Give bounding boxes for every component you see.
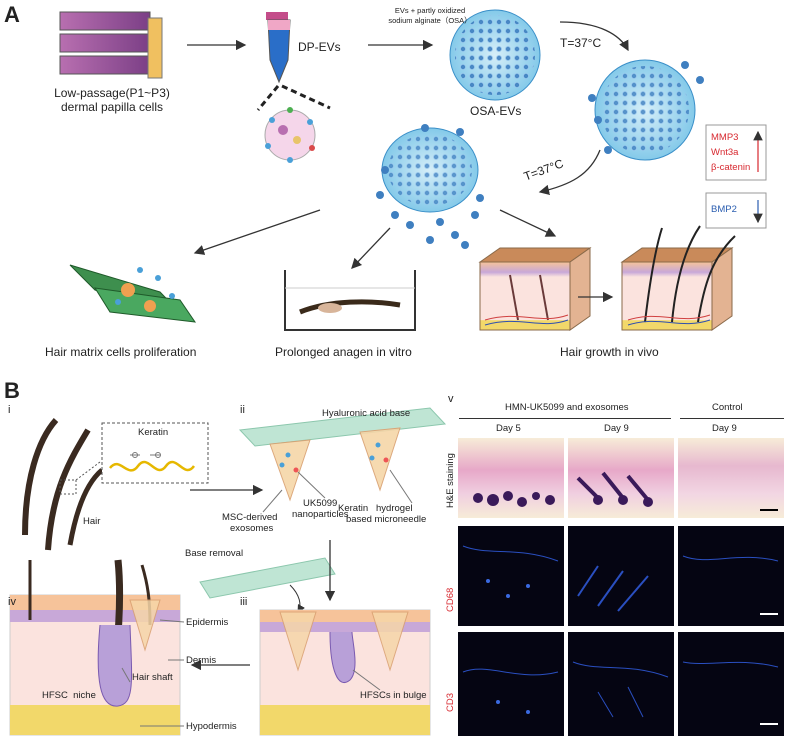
msc-exosomes-label-2: exosomes [230,523,274,534]
hair-shaft-label: Hair shaft [132,672,173,683]
row-label-cd3: CD3 [445,692,456,712]
hair-strands-icon [22,417,104,551]
up-gene-2: Wnt3a [711,147,739,158]
cd68-image-control [678,526,784,626]
cd68-image-day5 [458,526,564,626]
group-divider-2 [680,418,784,419]
outcome-label-3: Hair growth in vivo [560,345,659,359]
cd68-image-day9 [568,526,674,626]
culture-flasks-icon [59,11,163,79]
extracellular-vesicle-icon [264,107,316,163]
keratin-label: Keratin [138,427,169,438]
subpanel-i: i [8,404,11,416]
panel-a-letter: A [4,2,20,27]
day-label-3: Day 9 [712,423,737,434]
day-label-2: Day 9 [604,423,629,434]
cd3-image-control [678,632,784,736]
outcome-label-1: Hair matrix cells proliferation [45,345,197,359]
centrifuge-tube-icon [266,12,291,84]
hair-matrix-cells-icon [69,264,197,323]
hair-label: Hair [83,516,101,527]
hfsc-niche-label: HFSC niche [42,690,96,701]
row-label-cd68: CD68 [445,587,456,612]
outcome-label-2: Prolonged anagen in vitro [275,345,412,359]
dermal-papilla-label-2: dermal papilla cells [60,100,164,114]
skin-block-before-icon [478,247,592,331]
dermis-label: Dermis [186,655,217,666]
he-image-control [678,438,784,518]
keratin-hydrogel-label-2: based microneedle [346,514,427,525]
keratin-hydrogel-label-1: Keratin hydrogel [338,503,413,514]
epidermis-label: Epidermis [186,617,229,628]
dermal-papilla-label-1: Low-passage(P1~P3) [54,86,170,100]
group-header-control: Control [712,402,743,413]
culture-dish-icon [284,270,416,331]
hypodermis-label: Hypodermis [186,721,237,732]
uk5099-label-1: UK5099 [303,498,338,509]
swelling-sphere [588,59,704,161]
subpanel-ii: ii [240,404,245,416]
uk5099-label-2: nanoparticles [292,509,349,520]
up-gene-3: β-catenin [711,162,751,173]
dp-evs-label: DP-EVs [298,40,341,54]
he-image-day9 [568,438,674,518]
skin-section-microneedle [259,609,431,736]
he-image-day5 [458,438,564,518]
mix-note-2: sodium alginate（OSA） [388,16,472,25]
mix-note-1: EVs + partly oxidized [394,6,466,15]
release-sphere [376,124,484,249]
group-divider-1 [459,418,671,419]
osa-evs-sphere [449,9,541,101]
group-header-treatment: HMN-UK5099 and exosomes [505,402,629,413]
hfsc-bulge-label: HFSCs in bulge [360,690,427,701]
temperature-label-1: T=37°C [560,36,602,50]
day-label-1: Day 5 [496,423,521,434]
subpanel-iv: iv [8,596,16,608]
up-gene-1: MMP3 [711,132,739,143]
osa-evs-label: OSA-EVs [470,104,522,118]
cd3-image-day9 [568,632,674,736]
base-removal-label: Base removal [185,548,244,559]
msc-exosomes-label-1: MSC-derived [222,512,278,523]
ha-base-label: Hyaluronic acid base [322,408,411,419]
subpanel-v: v [448,393,454,405]
cd3-image-day5 [458,632,564,736]
panel-b-letter: B [4,378,20,403]
skin-section-hair-growth [9,559,185,736]
down-gene-1: BMP2 [711,204,737,215]
subpanel-iii: iii [240,596,248,608]
row-label-he: H&E staining [445,453,456,508]
skin-block-after-icon [620,225,736,331]
up-gene-list: MMP3 Wnt3a β-catenin [711,132,750,173]
